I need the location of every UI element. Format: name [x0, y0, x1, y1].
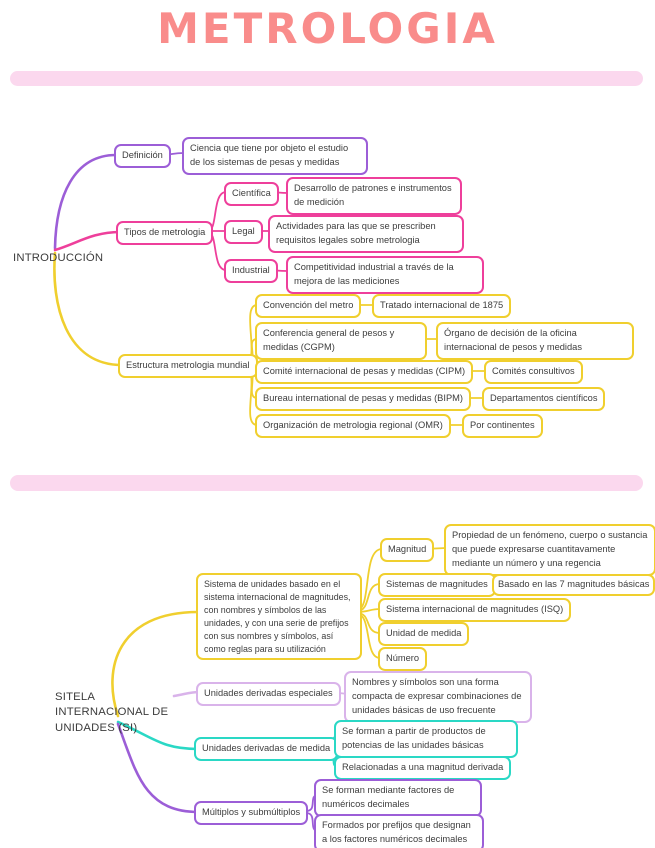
node-industrial[interactable]: Industrial [224, 259, 278, 283]
node-tipos-de-metrologia[interactable]: Tipos de metrologia [116, 221, 214, 245]
node-tratado-1875[interactable]: Tratado internacional de 1875 [372, 294, 512, 318]
node-magnitudes-basicas[interactable]: Basado en las 7 magnitudes básicas [492, 574, 655, 596]
node-unidades-derivadas-especiales[interactable]: Unidades derivadas especiales [196, 682, 341, 706]
node-cipm[interactable]: Comité internacional de pesas y medidas … [255, 360, 474, 384]
node-cientifica[interactable]: Científica [224, 182, 279, 206]
node-convencion-del-metro[interactable]: Convención del metro [255, 294, 362, 318]
node-cgpm[interactable]: Conferencia general de pesos y medidas (… [255, 322, 427, 360]
node-unidades-derivadas-especiales-desc[interactable]: Nombres y símbolos son una forma compact… [344, 671, 532, 723]
node-omr-desc[interactable]: Por continentes [462, 414, 543, 438]
node-bipm[interactable]: Bureau international de pesas y medidas … [255, 387, 471, 411]
node-isq[interactable]: Sistema internacional de magnitudes (ISQ… [378, 598, 572, 622]
node-cgpm-desc[interactable]: Órgano de decisión de la oficina interna… [436, 322, 634, 360]
node-legal-desc[interactable]: Actividades para las que se prescriben r… [268, 215, 464, 253]
node-multiplos-item-1[interactable]: Se forman mediante factores de numéricos… [314, 779, 482, 817]
map2-root-node[interactable]: SITELA INTERNACIONAL DE UNIDADES (SI) [55, 691, 169, 734]
node-industrial-desc[interactable]: Competitividad industrial a través de la… [286, 256, 484, 294]
node-bipm-desc[interactable]: Departamentos científicos [482, 387, 606, 411]
page-title: METROLOGIA [157, 4, 498, 53]
node-sistemas-de-magnitudes[interactable]: Sistemas de magnitudes [378, 573, 496, 597]
node-magnitud[interactable]: Magnitud [380, 538, 435, 562]
node-numero[interactable]: Número [378, 647, 428, 671]
node-derivadas-medida-item-2[interactable]: Relacionadas a una magnitud derivada [334, 756, 512, 780]
pink-divider-middle [10, 475, 643, 491]
node-magnitud-desc[interactable]: Propiedad de un fenómeno, cuerpo o susta… [444, 524, 655, 576]
node-estructura-metrologia[interactable]: Estructura metrologia mundial [118, 354, 258, 378]
node-definicion[interactable]: Definición [114, 144, 171, 168]
node-definicion-desc[interactable]: Ciencia que tiene por objeto el estudio … [182, 137, 368, 175]
pink-divider-top [10, 71, 643, 86]
node-omr[interactable]: Organización de metrologia regional (OMR… [255, 414, 451, 438]
node-cientifica-desc[interactable]: Desarrollo de patrones e instrumentos de… [286, 177, 462, 215]
node-cipm-desc[interactable]: Comités consultivos [484, 360, 583, 384]
node-sistema-desc[interactable]: Sistema de unidades basado en el sistema… [196, 573, 362, 661]
node-unidades-derivadas-de-medida[interactable]: Unidades derivadas de medida [194, 737, 339, 761]
node-derivadas-medida-item-1[interactable]: Se forman a partir de productos de poten… [334, 720, 518, 758]
node-legal[interactable]: Legal [224, 220, 263, 244]
map1-root-node[interactable]: INTRODUCCIÓN [13, 252, 104, 264]
node-multiplos-item-2[interactable]: Formados por prefijos que designan a los… [314, 814, 484, 848]
node-unidad-de-medida[interactable]: Unidad de medida [378, 622, 470, 646]
node-multiplos-submultiplos[interactable]: Múltiplos y submúltiplos [194, 801, 309, 825]
